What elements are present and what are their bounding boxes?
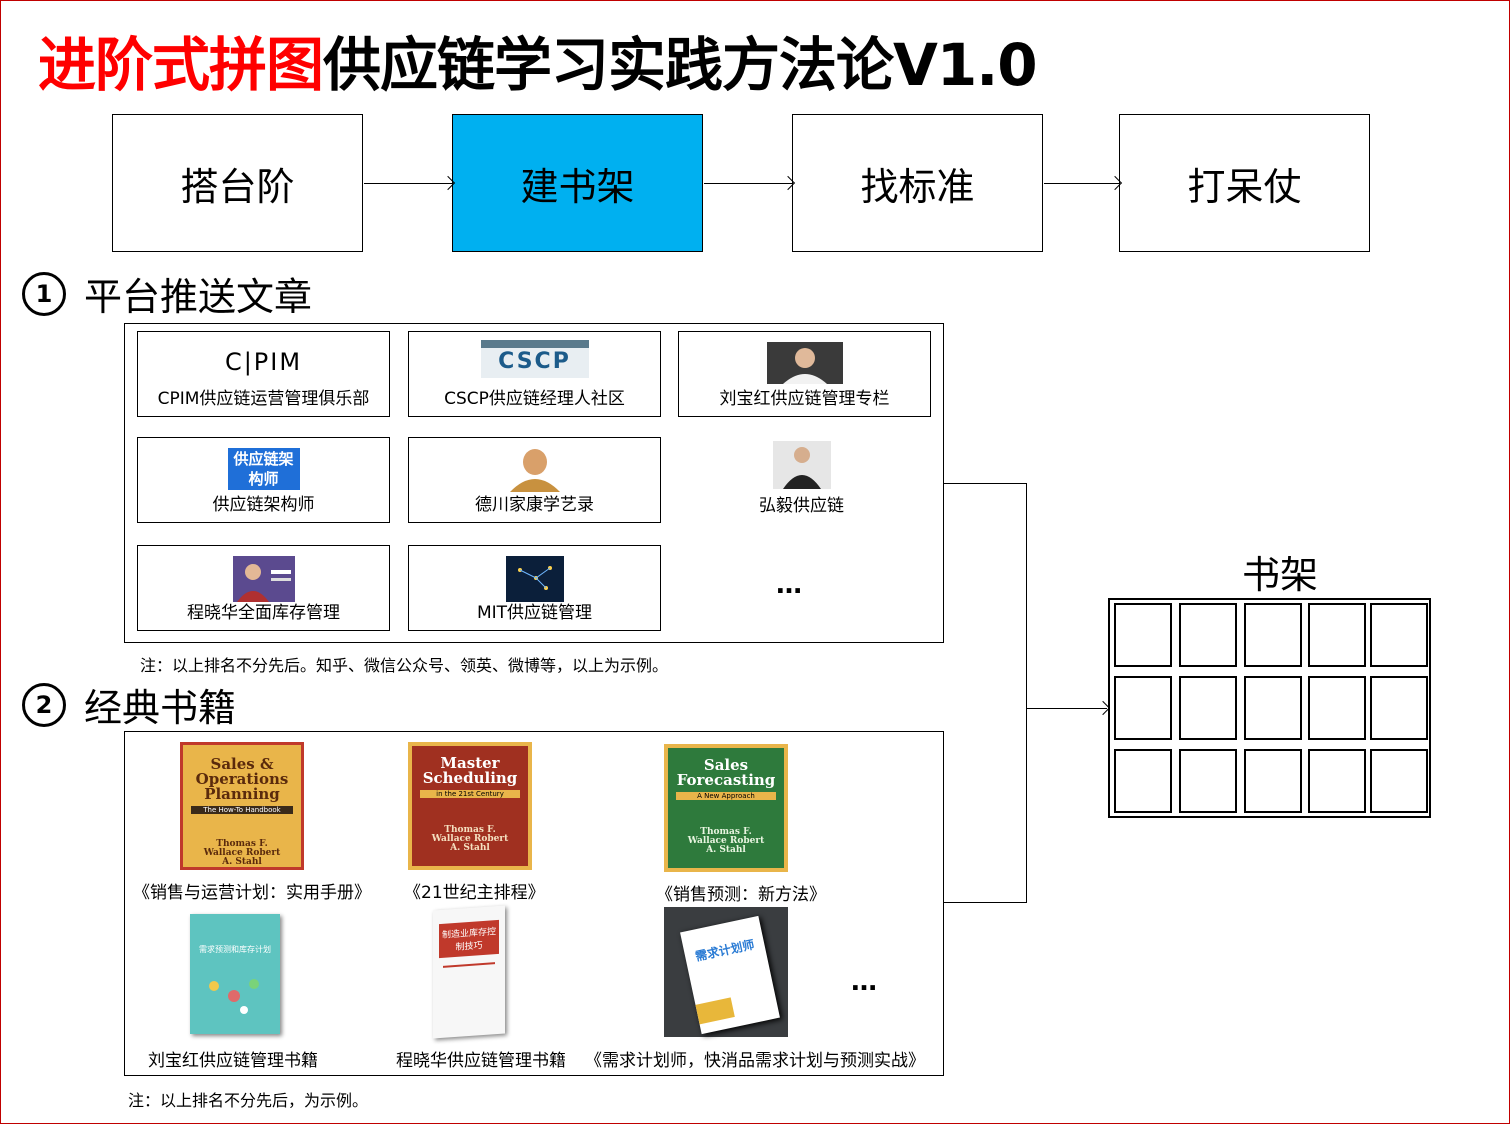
shelf-slot: [1179, 676, 1237, 740]
book-label: 程晓华供应链管理书籍: [396, 1051, 566, 1071]
cover-authors: Thomas F. Wallace Robert A. Stahl: [203, 839, 281, 867]
step-build-steps: 搭台阶: [112, 114, 363, 252]
shelf-slot: [1308, 603, 1366, 667]
arrow-right-icon: [1044, 183, 1119, 184]
books-panel: [124, 731, 944, 1076]
book-cover: Sales Forecasting A New Approach Thomas …: [664, 744, 788, 872]
step-find-standard: 找标准: [792, 114, 1043, 252]
shelf-slot: [1114, 749, 1172, 813]
more-platforms: …: [776, 570, 804, 600]
cover-title: Master Scheduling: [422, 754, 518, 787]
platform-label: 供应链架构师: [212, 495, 315, 515]
shelf-slot: [1308, 676, 1366, 740]
connector-line: [1026, 483, 1027, 903]
book-cover: 需求计划师: [664, 907, 788, 1037]
section-1-header: 1 平台推送文章: [22, 266, 312, 321]
cover-title: Sales & Operations Planning: [195, 755, 289, 803]
cover-subtitle: in the 21st Century: [420, 790, 520, 798]
shelf-title: 书架: [1242, 553, 1319, 597]
shelf-slot: [1370, 749, 1428, 813]
portrait-icon: [501, 444, 568, 492]
shelf-slot: [1370, 603, 1428, 667]
shelf-slot: [1244, 676, 1302, 740]
cover-authors: Thomas F. Wallace Robert A. Stahl: [431, 825, 509, 853]
platform-card: 供应链架构师 供应链架构师: [137, 437, 390, 523]
note-books: 注：以上排名不分先后，为示例。: [128, 1091, 369, 1110]
book-label: 《销售预测：新方法》: [656, 885, 826, 905]
connector-line: [944, 483, 1027, 484]
title-highlight: 进阶式拼图: [38, 31, 324, 99]
step-hard-work: 打呆仗: [1119, 114, 1370, 252]
arrow-right-icon: [1026, 708, 1107, 709]
cscp-logo: CSCP: [480, 340, 589, 378]
book-cover: 需求预测和库存计划: [190, 914, 280, 1034]
platform-card: 弘毅供应链: [675, 437, 928, 523]
section-2-header: 2 经典书籍: [22, 677, 236, 732]
platform-card: 德川家康学艺录: [408, 437, 661, 523]
title-rest: 供应链学习实践方法论V1.0: [323, 31, 1038, 99]
person-photo-icon: [766, 342, 843, 384]
note-platforms: 注：以上排名不分先后。知乎、微信公众号、领英、微博等，以上为示例。: [140, 656, 669, 675]
cover-graphic-icon: [209, 979, 259, 1014]
arrow-right-icon: [364, 183, 452, 184]
platform-label: CSCP供应链经理人社区: [444, 389, 625, 409]
connector-line: [944, 902, 1027, 903]
section-title: 经典书籍: [84, 686, 237, 730]
person-photo-icon: [772, 441, 831, 489]
step-label: 搭台阶: [180, 164, 295, 209]
section-number: 1: [22, 271, 66, 316]
world-map-icon: [505, 556, 564, 602]
shelf-slot: [1308, 749, 1366, 813]
cscp-logo-text: CSCP: [498, 349, 571, 374]
book-label: 《21世纪主排程》: [404, 883, 545, 903]
platform-card: 程晓华全面库存管理: [137, 545, 390, 631]
cover-title: 需求预测和库存计划: [199, 945, 271, 954]
platform-card: CSCP CSCP供应链经理人社区: [408, 331, 661, 417]
platform-card: C|PIM CPIM供应链运营管理俱乐部: [137, 331, 390, 417]
cover-title: Sales Forecasting: [676, 756, 776, 789]
platform-label: 弘毅供应链: [759, 496, 844, 516]
cpim-logo: C|PIM: [224, 348, 303, 376]
cover-subtitle: A New Approach: [676, 792, 776, 800]
book-cover: 制造业库存控制技巧: [433, 905, 505, 1039]
platforms-panel: [124, 323, 944, 643]
step-label: 找标准: [860, 164, 975, 209]
page-title: 进阶式拼图供应链学习实践方法论V1.0: [38, 18, 1038, 102]
shelf-slot: [1179, 749, 1237, 813]
platform-label: 程晓华全面库存管理: [187, 603, 340, 623]
book-label: 《需求计划师，快消品需求计划与预测实战》: [585, 1051, 925, 1071]
platform-label: 德川家康学艺录: [475, 495, 594, 515]
step-label: 打呆仗: [1187, 164, 1302, 209]
bookshelf: [1108, 598, 1431, 818]
platform-label: 刘宝红供应链管理专栏: [719, 389, 890, 409]
platform-label: CPIM供应链运营管理俱乐部: [157, 389, 370, 409]
book-label: 刘宝红供应链管理书籍: [148, 1051, 318, 1071]
shelf-slot: [1114, 603, 1172, 667]
shelf-slot: [1244, 749, 1302, 813]
step-label: 建书架: [520, 164, 635, 209]
more-books: …: [851, 967, 879, 997]
person-photo-icon: [232, 556, 295, 602]
arrow-right-icon: [704, 183, 792, 184]
shelf-slot: [1370, 676, 1428, 740]
shelf-slot: [1114, 676, 1172, 740]
step-build-shelf: 建书架: [452, 114, 703, 252]
section-number: 2: [22, 682, 66, 727]
platform-card: 刘宝红供应链管理专栏: [678, 331, 931, 417]
shelf-slot: [1179, 603, 1237, 667]
book-cover: Master Scheduling in the 21st Century Th…: [408, 742, 532, 870]
platform-label: MIT供应链管理: [476, 603, 593, 623]
cover-title: 制造业库存控制技巧: [439, 919, 499, 959]
platform-card: MIT供应链管理: [408, 545, 661, 631]
shelf-slot: [1244, 603, 1302, 667]
architect-logo-text: 供应链架构师: [233, 450, 294, 488]
architect-logo: 供应链架构师: [227, 448, 300, 490]
book-label: 《销售与运营计划：实用手册》: [133, 883, 371, 903]
cover-subtitle: The How-To Handbook: [191, 806, 293, 814]
cover-authors: Thomas F. Wallace Robert A. Stahl: [687, 827, 765, 855]
section-title: 平台推送文章: [84, 275, 313, 319]
book-cover: Sales & Operations Planning The How-To H…: [180, 742, 304, 870]
cover-title: 需求计划师: [693, 937, 756, 964]
